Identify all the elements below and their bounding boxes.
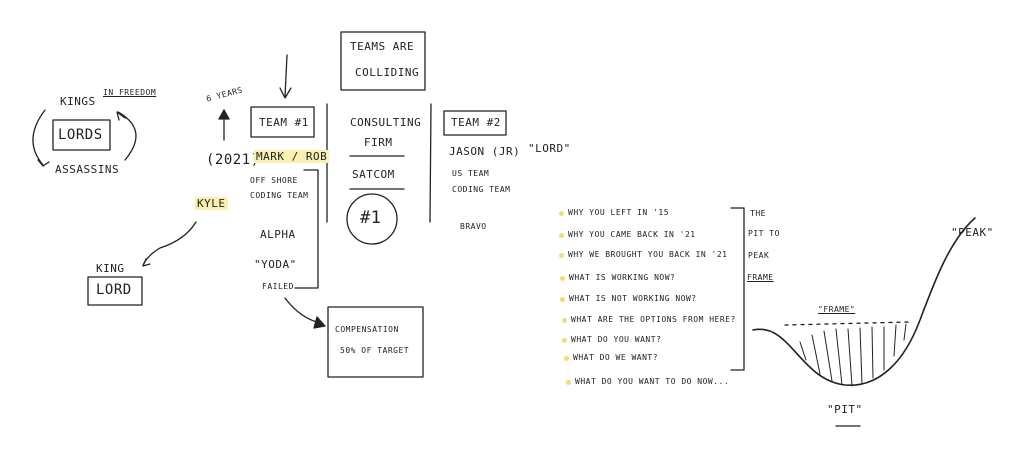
offshore-line2: CODING TEAM xyxy=(250,191,309,200)
king-label: KING xyxy=(96,262,125,275)
frame-label: "FRAME" xyxy=(818,305,856,314)
down-arrowhead xyxy=(279,87,292,99)
down-arrow xyxy=(284,54,288,98)
jason-label: JASON (JR) xyxy=(449,145,521,158)
question-item: WHY YOU CAME BACK IN '21 xyxy=(568,230,696,239)
question-bullet xyxy=(562,318,567,323)
pit-to-peak-line3: PEAK xyxy=(748,251,770,260)
cycle-left-arrowhead xyxy=(37,159,50,167)
lords-box xyxy=(52,119,111,151)
headline-line1: TEAMS ARE xyxy=(350,40,415,53)
pit-hatching xyxy=(799,323,907,387)
cycle-right-arc xyxy=(117,111,137,161)
question-bullet xyxy=(564,356,569,361)
kyle-to-king-arrowhead xyxy=(142,258,151,267)
kyle-to-king-arrow xyxy=(142,221,197,266)
pit-to-peak-line4: FRAME xyxy=(747,273,774,282)
question-item: WHY WE BROUGHT YOU BACK IN '21 xyxy=(568,250,728,259)
yoda-label: "YODA" xyxy=(254,258,297,271)
us-team-line2: CODING TEAM xyxy=(452,185,511,194)
kyle-label: KYLE xyxy=(195,197,228,210)
frame-line xyxy=(784,321,911,326)
question-item: WHAT ARE THE OPTIONS FROM HERE? xyxy=(571,315,736,324)
question-item: WHAT DO YOU WANT TO DO NOW... xyxy=(575,377,730,386)
in-freedom-label: IN FREEDOM xyxy=(103,88,157,97)
kings-label: KINGS xyxy=(60,95,96,108)
question-item: WHAT IS NOT WORKING NOW? xyxy=(569,294,697,303)
team1-title: TEAM #1 xyxy=(259,116,309,129)
us-team-line1: US TEAM xyxy=(452,169,490,178)
team1-members: MARK / ROB xyxy=(254,150,330,163)
question-bullet xyxy=(560,276,565,281)
consulting-line2: FIRM xyxy=(364,136,393,149)
question-item: WHAT IS WORKING NOW? xyxy=(569,273,676,282)
assassins-label: ASSASSINS xyxy=(55,163,120,176)
compensation-line1: COMPENSATION xyxy=(335,325,399,334)
lord-box xyxy=(87,276,143,306)
pit-peak-curve xyxy=(752,217,976,386)
question-bullet xyxy=(559,233,564,238)
peak-label: "PEAK" xyxy=(951,226,994,239)
number-one-label: #1 xyxy=(360,208,382,228)
pit-label: "PIT" xyxy=(827,403,863,416)
lord-label: LORD xyxy=(96,282,132,298)
headline-line2: COLLIDING xyxy=(355,66,420,79)
offshore-line1: OFF SHORE xyxy=(250,176,298,185)
question-bullet xyxy=(560,297,565,302)
failed-label: FAILED xyxy=(262,282,294,291)
year-label: (2021) xyxy=(206,152,260,168)
alpha-label: ALPHA xyxy=(260,228,296,241)
cycle-left-arc xyxy=(32,109,46,166)
team2-title: TEAM #2 xyxy=(451,116,501,129)
divider-right xyxy=(429,103,432,223)
pit-to-peak-line1: THE xyxy=(750,209,766,218)
question-bullet xyxy=(559,253,564,258)
bravo-label: BRAVO xyxy=(460,222,487,231)
compensation-line2: 50% OF TARGET xyxy=(340,346,410,355)
consulting-line1: CONSULTING xyxy=(350,116,422,129)
question-item: WHY YOU LEFT IN '15 xyxy=(568,208,670,217)
question-bullet xyxy=(559,211,564,216)
lord-tag: "LORD" xyxy=(528,142,571,155)
failed-arrow xyxy=(284,297,321,324)
number-one-circle xyxy=(346,193,398,245)
compensation-box xyxy=(327,306,424,378)
team1-bracket xyxy=(294,169,319,289)
cycle-right-arrowhead xyxy=(116,111,126,121)
team2-box xyxy=(443,110,507,136)
question-bullet xyxy=(566,380,571,385)
pit-to-peak-line2: PIT TO xyxy=(748,229,780,238)
question-item: WHAT DO YOU WANT? xyxy=(571,335,662,344)
question-bullet xyxy=(562,338,567,343)
lords-label: LORDS xyxy=(58,127,103,143)
failed-arrowhead xyxy=(313,316,326,329)
headline-box xyxy=(340,31,426,91)
team1-box xyxy=(250,106,315,138)
satcom-label: SATCOM xyxy=(352,168,395,181)
questions-bracket xyxy=(730,207,745,371)
question-item: WHAT DO WE WANT? xyxy=(573,353,659,362)
six-years-arrowhead xyxy=(218,109,230,120)
